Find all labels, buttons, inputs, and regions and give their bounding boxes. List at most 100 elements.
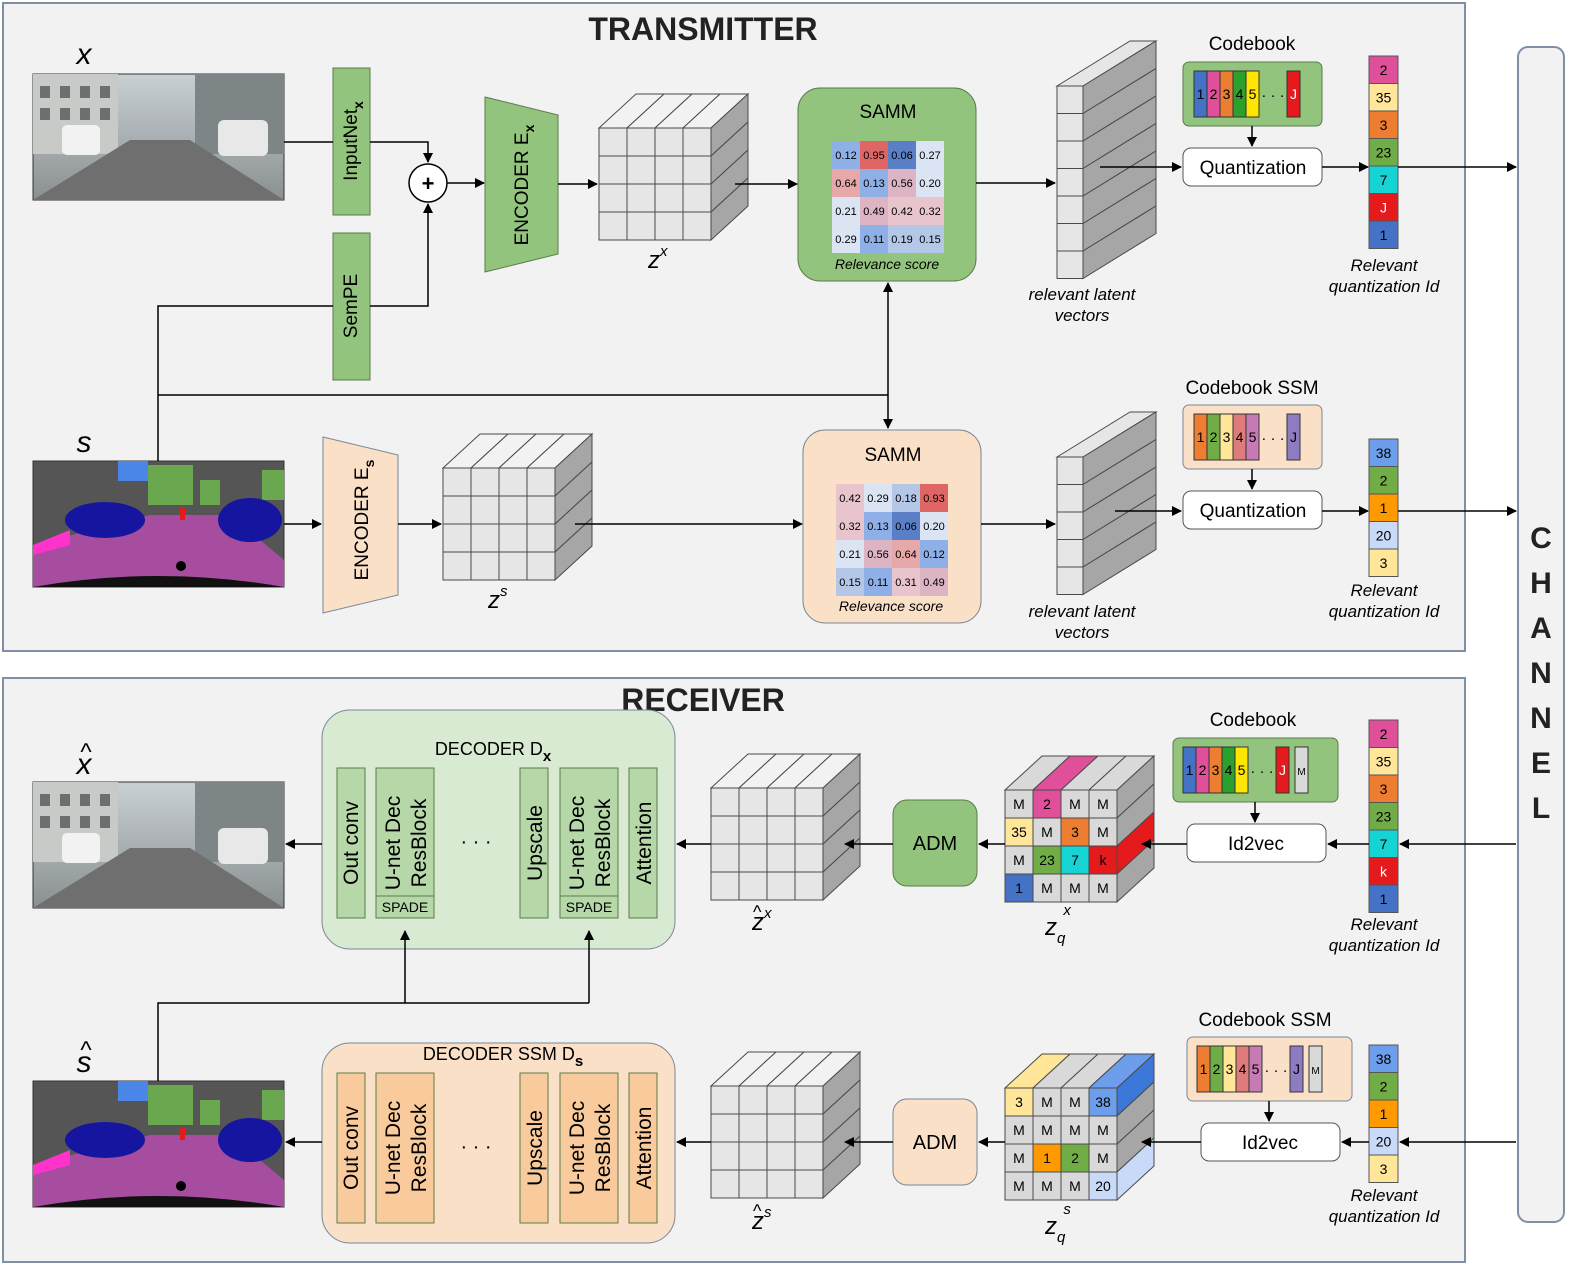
relevance-value: 0.11 (868, 577, 889, 589)
relevance-cell (920, 568, 948, 596)
channel-bar (1517, 46, 1565, 1223)
cube-cell-value: 1 (1043, 1150, 1051, 1166)
relevance-cell (864, 540, 892, 568)
out-conv-label: Out conv (340, 1105, 363, 1190)
quantization-id-value: 23 (1376, 809, 1392, 825)
cube-front-cell (526, 495, 556, 525)
cube-front-cell (766, 1141, 796, 1171)
cube-front-cell (682, 155, 712, 185)
zs-superscript: s (500, 583, 508, 600)
relevance-value: 0.12 (835, 150, 856, 162)
upscale-block (519, 1072, 549, 1224)
relevance-value: 0.15 (919, 234, 940, 246)
decoder-s-subscript: s (575, 1053, 583, 1070)
upscale-block (519, 767, 549, 919)
quantization-id-cell (1368, 1072, 1399, 1101)
id2vec-x-block (1186, 823, 1327, 863)
receiver-connections (157, 802, 1516, 1147)
semantic-map-label: s (77, 426, 92, 459)
relevance-value: 0.27 (919, 150, 940, 162)
cube-cell-value: M (1097, 1122, 1109, 1138)
quantization-id-value: 2 (1380, 473, 1388, 489)
cube-front-cell (738, 843, 768, 873)
codebook-entry-label: 1 (1197, 429, 1205, 445)
relevance-value: 0.95 (863, 150, 884, 162)
cube-cell-value: M (1041, 1178, 1053, 1194)
cube-front-cell (682, 127, 712, 157)
encoder-x-label: ENCODER Ex (512, 124, 537, 245)
quantization-id-cell (1368, 774, 1399, 803)
quantization-id-cell (1368, 493, 1399, 522)
samm-x-title: SAMM (860, 102, 917, 123)
relevance-cell (892, 540, 920, 568)
cube-front-cell (794, 1113, 824, 1143)
quantization-id-value: 3 (1380, 781, 1388, 797)
cube-cell-value: 3 (1071, 824, 1079, 840)
quantization-id-cell (1368, 1044, 1399, 1073)
zhat-x-superscript: x (763, 905, 772, 922)
relevance-value: 0.56 (867, 549, 888, 561)
cube-front-cell (1088, 789, 1118, 819)
cube-cell-value: 20 (1095, 1178, 1111, 1194)
cube-front-cell (710, 815, 740, 845)
cube-front-cell (738, 1169, 768, 1199)
codebook-entry-label: 2 (1199, 762, 1207, 778)
codebook-title: Codebook (1209, 34, 1296, 55)
quantization-id-value: 3 (1380, 117, 1388, 133)
latent-cube-zhat-s (709, 1050, 862, 1200)
shat-hat: ^ (80, 1037, 92, 1064)
relevance-value: 0.29 (835, 234, 856, 246)
quantization-id-value: 2 (1380, 62, 1388, 78)
codebook-entry (1275, 746, 1290, 794)
cube-front-cell (598, 211, 628, 241)
codebook-entry (1308, 1045, 1323, 1093)
quantization-id-value: 1 (1380, 500, 1388, 516)
quantization-id-value: J (1380, 200, 1387, 216)
latent-cube-zs (441, 432, 594, 582)
quantization-id-value: 7 (1380, 172, 1388, 188)
quantization-id-value: 3 (1380, 555, 1388, 571)
relevance-value: 0.49 (923, 577, 944, 589)
latent-vector (1056, 113, 1084, 142)
codebook-entry-label: 5 (1252, 1061, 1260, 1077)
relevance-value: 0.42 (891, 206, 912, 218)
cube-front-cell (794, 1141, 824, 1171)
cube-front-cell (766, 787, 796, 817)
cube-cell-value: 35 (1011, 824, 1027, 840)
relevance-value: 0.20 (923, 521, 944, 533)
id2vec-x-label: Id2vec (1228, 834, 1284, 855)
spade-block (559, 895, 619, 919)
quantization-id-value: 23 (1376, 145, 1392, 161)
cube-front-cell (1060, 845, 1090, 875)
zhat-x-hat: ^ (753, 902, 762, 922)
relevance-cell (916, 169, 944, 197)
id-caption-rs-line2: quantization Id (1329, 1207, 1440, 1226)
cube-front-cell (710, 871, 740, 901)
relevance-cell (920, 512, 948, 540)
quantization-x-label: Quantization (1200, 158, 1307, 179)
plus-symbol: + (422, 171, 435, 196)
codebook-entry (1286, 413, 1301, 461)
cube-front-cell (1088, 1115, 1118, 1145)
relevance-cell (864, 568, 892, 596)
latent-caption-x-line2: vectors (1055, 306, 1110, 325)
zhat-x-label: zx (751, 905, 772, 936)
quantization-s-block (1182, 490, 1323, 530)
decoder-ellipsis: · · · (460, 1136, 491, 1158)
zq-x-label: zqx (1044, 902, 1071, 947)
relevance-cell (888, 169, 916, 197)
cube-cell-value: 38 (1095, 1094, 1111, 1110)
relevance-value: 0.13 (863, 178, 884, 190)
codebook-entry-label: 3 (1212, 762, 1220, 778)
encoder-s-block (322, 436, 399, 614)
id-caption-tx-line2: quantization Id (1329, 277, 1440, 296)
relevance-value: 0.20 (919, 178, 940, 190)
cube-cell-value: 7 (1071, 852, 1079, 868)
latent-vector (1056, 566, 1084, 595)
zq-x-superscript: x (1062, 902, 1071, 919)
cube-cell-value: M (1041, 880, 1053, 896)
